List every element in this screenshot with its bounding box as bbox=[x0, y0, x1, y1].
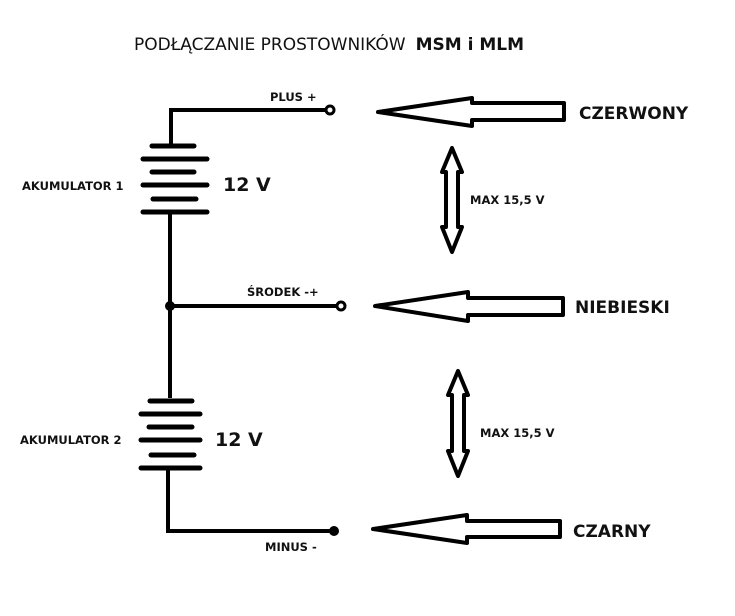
middle-terminal-icon bbox=[335, 300, 347, 312]
wire-color-red: CZERWONY bbox=[579, 104, 689, 124]
middle-terminal-label: ŚRODEK -+ bbox=[247, 284, 319, 299]
double-vertical-arrow-icon bbox=[446, 369, 470, 478]
battery-2-symbol-icon bbox=[138, 398, 203, 471]
plus-terminal-icon bbox=[324, 104, 336, 116]
battery-1-voltage: 12 V bbox=[223, 174, 271, 196]
plus-terminal-label: PLUS + bbox=[270, 90, 317, 104]
plus-wire-line bbox=[169, 108, 329, 144]
diagram-title: PODŁĄCZANIE PROSTOWNIKÓW MSM i MLM bbox=[134, 33, 524, 55]
voltage-limit-lower: MAX 15,5 V bbox=[480, 426, 555, 440]
title-bold: MSM i MLM bbox=[416, 35, 524, 55]
battery-2-voltage: 12 V bbox=[215, 429, 263, 451]
minus-wire bbox=[166, 470, 333, 533]
battery-2-label: AKUMULATOR 2 bbox=[20, 433, 122, 447]
minus-terminal-label: MINUS - bbox=[265, 540, 317, 554]
left-arrow-icon bbox=[376, 96, 566, 128]
battery-1-symbol-icon bbox=[140, 143, 210, 215]
plus-wire bbox=[169, 108, 329, 144]
double-vertical-arrow-icon bbox=[440, 146, 464, 254]
voltage-limit-upper: MAX 15,5 V bbox=[470, 193, 545, 207]
minus-terminal-icon bbox=[329, 526, 339, 536]
title-normal: PODŁĄCZANIE PROSTOWNIKÓW bbox=[134, 33, 406, 55]
left-arrow-icon bbox=[371, 513, 562, 545]
battery-1-label: AKUMULATOR 1 bbox=[22, 179, 124, 193]
wire-color-black: CZARNY bbox=[573, 522, 651, 542]
wire-color-blue: NIEBIESKI bbox=[575, 298, 670, 318]
left-arrow-icon bbox=[373, 290, 565, 323]
junction-dot-icon bbox=[165, 301, 175, 311]
